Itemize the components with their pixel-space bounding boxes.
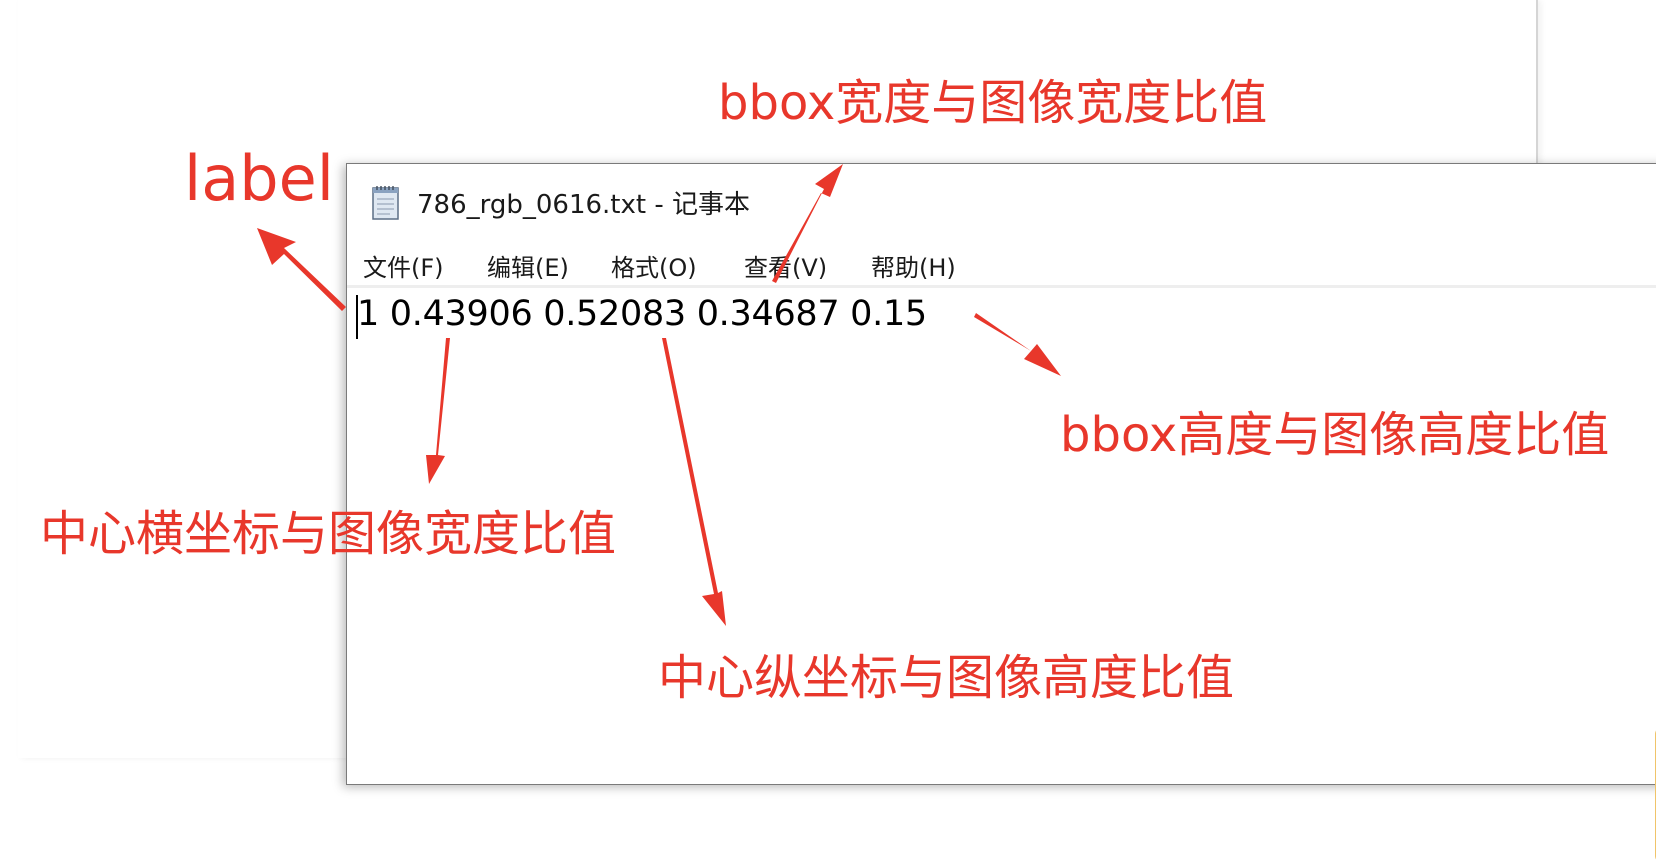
- menu-bar: 文件(F) 编辑(E) 格式(O) 查看(V) 帮助(H): [347, 240, 1656, 282]
- window-title: 786_rgb_0616.txt - 记事本: [417, 190, 750, 220]
- file-content[interactable]: 1 0.43906 0.52083 0.34687 0.15: [357, 294, 927, 334]
- menu-edit[interactable]: 编辑(E): [487, 254, 569, 282]
- menu-file[interactable]: 文件(F): [363, 254, 444, 282]
- annotation-center-y-ratio: 中心纵坐标与图像高度比值: [658, 650, 1235, 706]
- annotation-center-x-ratio: 中心横坐标与图像宽度比值: [40, 506, 617, 562]
- title-bar: 786_rgb_0616.txt - 记事本: [347, 164, 1656, 226]
- menu-format[interactable]: 格式(O): [611, 254, 697, 282]
- menu-separator: [347, 285, 1656, 288]
- annotation-bbox-height-ratio: bbox高度与图像高度比值: [1060, 407, 1610, 463]
- menu-view[interactable]: 查看(V): [744, 254, 828, 282]
- notepad-icon: [371, 185, 401, 221]
- text-caret: [356, 295, 358, 339]
- annotation-bbox-width-ratio: bbox宽度与图像宽度比值: [718, 75, 1268, 131]
- annotation-label: label: [184, 142, 334, 215]
- notepad-window: 786_rgb_0616.txt - 记事本 文件(F) 编辑(E) 格式(O)…: [346, 163, 1656, 862]
- menu-help[interactable]: 帮助(H): [871, 254, 956, 282]
